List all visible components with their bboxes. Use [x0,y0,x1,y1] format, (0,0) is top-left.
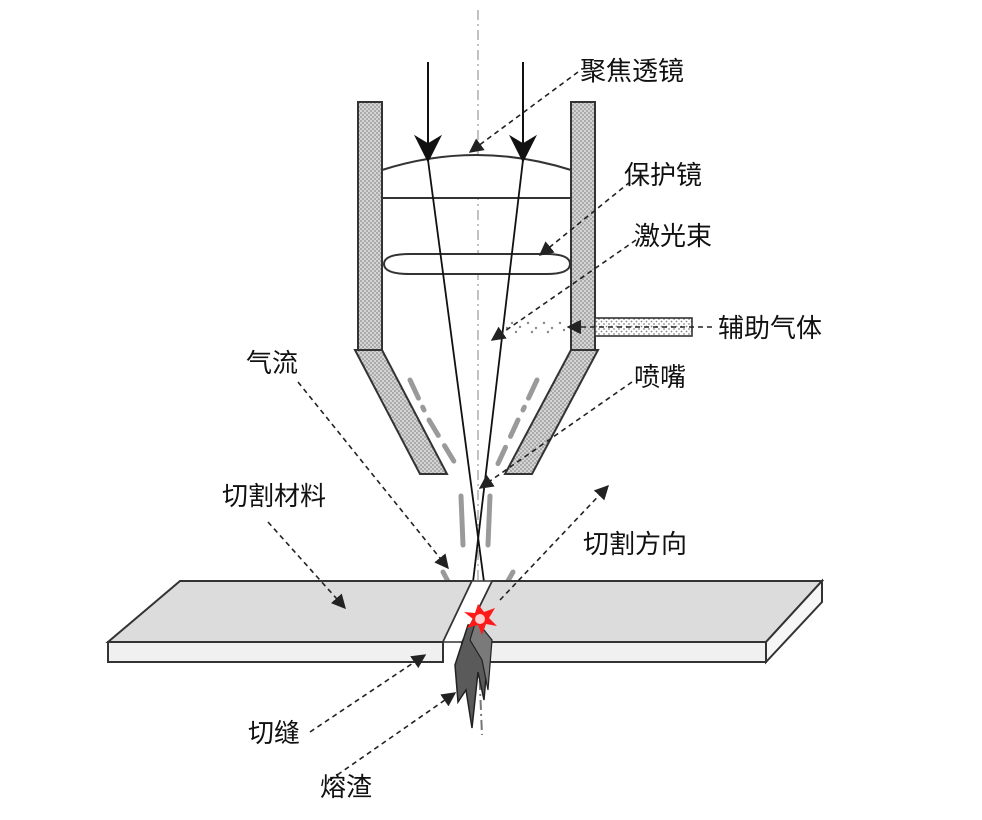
leader-gas-flow [297,381,449,570]
leader-protective-lens [538,181,631,256]
assist-gas-stream [505,321,566,334]
label-slag: 熔渣 [320,773,372,803]
nozzle-cone-right [503,349,600,475]
leader-focus-lens [468,71,579,153]
nozzle-wall-left [357,101,383,351]
gas-flow-streams [407,377,540,605]
leader-laser-beam [490,239,637,341]
label-protective-lens: 保护镜 [624,161,702,191]
kerf-gap [441,580,494,643]
nozzle-wall-right [570,101,596,351]
label-assist-gas: 辅助气体 [718,314,822,344]
plate-front-left [107,641,444,663]
leader-cutting-material [267,521,346,610]
protective-lens [382,253,572,275]
label-cutting-direction: 切割方向 [583,530,687,560]
plate-top-left [105,580,474,643]
label-nozzle: 喷嘴 [634,363,686,393]
laser-beam-left [427,159,485,583]
label-focus-lens: 聚焦透镜 [580,57,684,87]
spark-glow [475,614,485,624]
leader-slag [329,692,457,781]
plate-side-right [765,578,823,665]
cutting-direction-arrow [499,484,609,601]
leader-nozzle [478,381,633,489]
label-cutting-material: 切割材料 [222,482,326,512]
plate-front-right [461,641,767,663]
leader-kerf [309,654,427,733]
label-laser-beam: 激光束 [634,222,712,252]
label-gas-flow: 气流 [246,349,298,379]
nozzle-cone-left [353,349,449,475]
label-kerf: 切缝 [248,719,300,749]
plate-top-right [460,580,825,643]
focus-lens [381,154,572,199]
laser-beam-right [472,159,524,583]
